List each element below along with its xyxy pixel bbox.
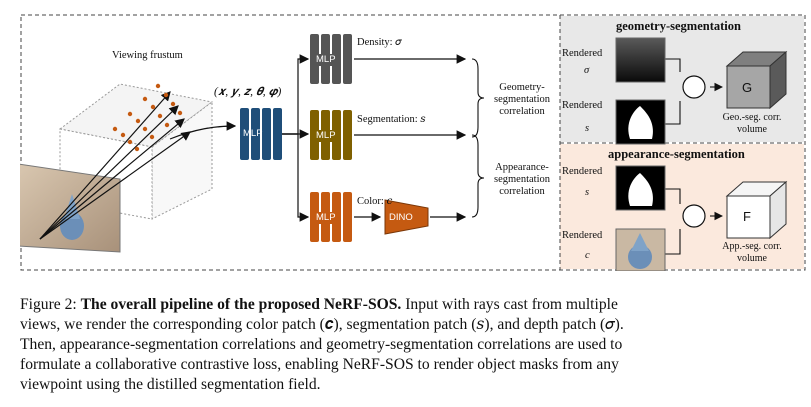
braces [471, 58, 485, 218]
c-symbol: c [585, 250, 590, 261]
input-photo [20, 163, 121, 253]
geo-volume-label: Geo.-seg. corr. volume [722, 112, 782, 135]
caption-line1: Input with rays cast from multiple [401, 296, 618, 313]
density-label: Density: 𝜎 [357, 37, 402, 48]
viewing-frustum-label: Viewing frustum [112, 50, 183, 61]
input-coords-label: (𝒙, 𝒚, 𝒛, 𝜽, 𝝋) [214, 86, 282, 98]
mask-shape-app [628, 173, 653, 206]
thumb-depth [615, 37, 666, 83]
g-volume-cube [725, 50, 788, 110]
f-volume-cube [725, 180, 788, 240]
f-label: F [743, 209, 751, 224]
s-symbol-2: s [585, 187, 590, 198]
sigma-to-oplus [665, 58, 681, 72]
geo-seg-title: geometry-segmentation [616, 19, 741, 33]
mask-shape-geo [628, 106, 653, 139]
app-seg-title: appearance-segmentation [608, 147, 745, 161]
branch-arrows [282, 54, 310, 222]
mlp-density-label: MLP [314, 54, 338, 66]
outer-frame [20, 14, 806, 271]
c-to-otimes [665, 229, 681, 255]
caption-line2: views, we render the corresponding color… [20, 316, 624, 333]
caption-prefix: Figure 2: [20, 296, 81, 313]
rendered-label-4: Rendered [562, 230, 603, 241]
dino-label: DINO [389, 212, 413, 223]
s2-to-otimes [665, 188, 681, 204]
geo-corr-label: Geometry-segmentation correlation [494, 82, 550, 117]
pipeline-diagram [20, 14, 806, 271]
caption-line5: viewpoint using the distilled segmentati… [20, 376, 321, 393]
otimes-circle [682, 204, 706, 228]
figure-caption: Figure 2: The overall pipeline of the pr… [20, 295, 806, 395]
g-label: G [742, 80, 753, 95]
rendered-label-1: Rendered [562, 48, 603, 59]
caption-line3: Then, appearance-segmentation correlatio… [20, 336, 623, 353]
output-arrows [354, 54, 467, 222]
color-label: Color: 𝑐 [357, 196, 393, 207]
s-to-oplus [665, 101, 681, 125]
segmentation-label: Segmentation: 𝑠 [357, 114, 426, 125]
rendered-label-2: Rendered [562, 100, 603, 111]
dino-block [384, 199, 429, 235]
app-volume-label: App.-seg. corr. volume [722, 241, 782, 264]
mlp-input-block [240, 108, 282, 160]
input-arrow [169, 121, 237, 140]
caption-title: The overall pipeline of the proposed NeR… [80, 296, 402, 313]
pipeline-figure: Viewing frustum (𝒙, 𝒚, 𝒛, 𝜽, 𝝋) MLP MLP … [20, 14, 806, 271]
rendered-label-3: Rendered [562, 166, 603, 177]
mlp-color-label: MLP [314, 212, 338, 224]
ray-samples [112, 83, 183, 152]
caption-line4: formulate a collaborative contrastive lo… [20, 356, 619, 373]
rays [39, 91, 191, 240]
s-symbol-1: s [585, 123, 590, 134]
mlp-input-label: MLP [243, 128, 263, 139]
mlp-seg-label: MLP [314, 130, 338, 142]
oplus-circle [682, 75, 706, 99]
sigma-symbol: σ [584, 65, 590, 76]
app-corr-label: Appearance-segmentation correlation [494, 162, 550, 197]
